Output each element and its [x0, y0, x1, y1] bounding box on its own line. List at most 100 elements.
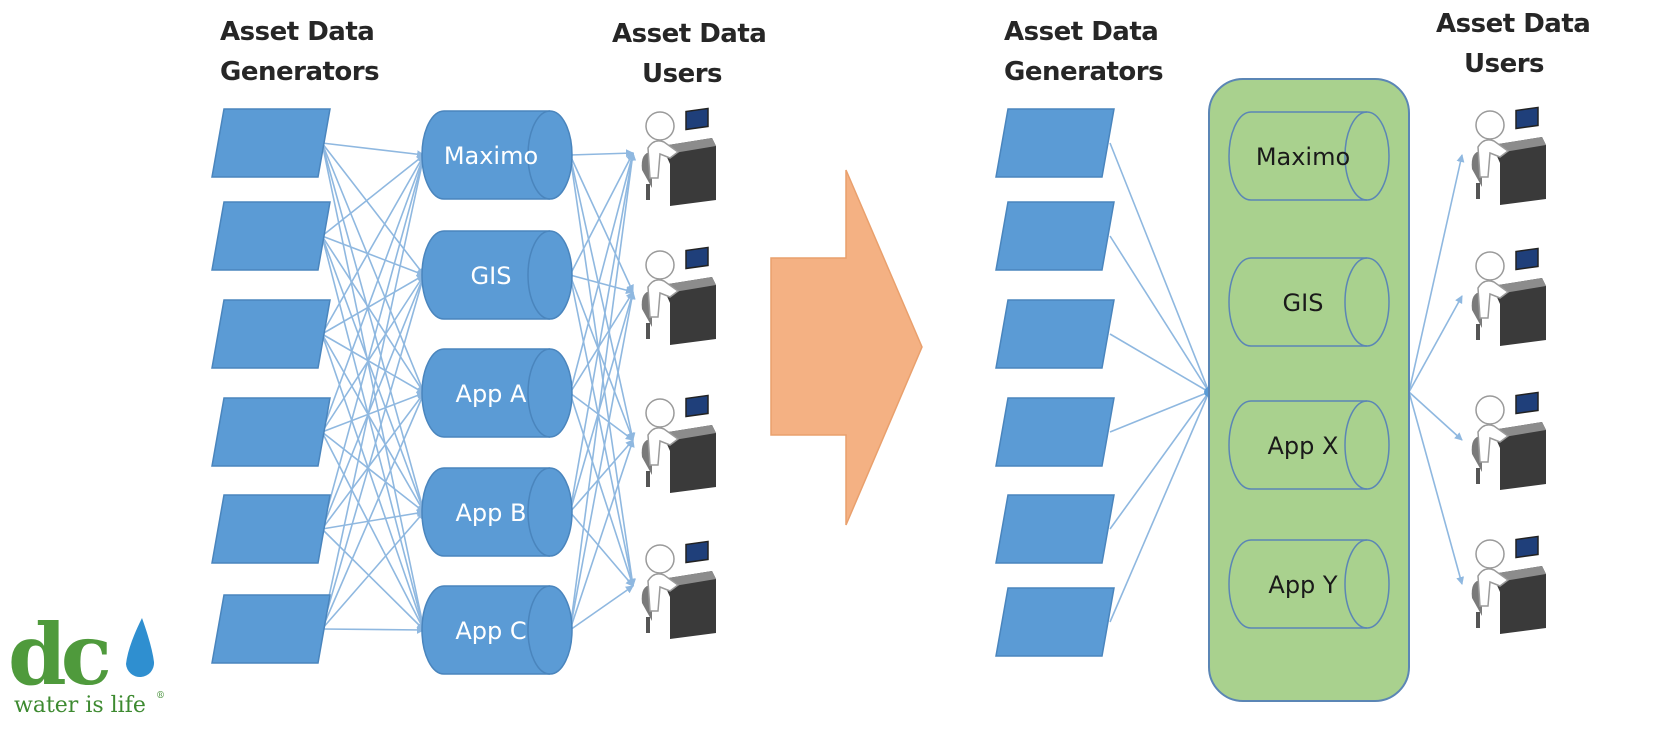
left-user-icon-1: [640, 107, 717, 207]
left-gen-app-line-9: [321, 235, 426, 513]
right-gen-hub-line-5: [1109, 391, 1210, 530]
left-app-node-1: Maximo: [421, 110, 573, 200]
left-gen-app-line-22: [321, 274, 426, 530]
left-app-user-line-10: [569, 291, 634, 394]
left-app-node-2: GIS: [421, 230, 573, 320]
left-app-node-4-label: App B: [456, 499, 527, 527]
right-app-node-4-label: App Y: [1268, 571, 1338, 599]
left-gen-app-line-13: [321, 333, 425, 394]
left-user-icon-3: [640, 394, 717, 494]
left-gen-app-line-25: [321, 528, 425, 631]
right-gen-hub-line-4: [1109, 391, 1210, 433]
dc-water-logo: dc water is life ®: [8, 605, 165, 718]
left-gen-app-line-10: [321, 235, 427, 631]
logo-letters: dc: [8, 605, 109, 704]
right-gen-hub-line-2: [1109, 235, 1210, 393]
left-app-user-line-16: [569, 511, 634, 587]
left-app-user-line-1: [569, 149, 634, 158]
right-generator-box-5: [995, 494, 1115, 564]
left-app-user-line-9: [569, 152, 636, 394]
left-app-user-line-7: [569, 274, 635, 441]
left-gen-app-line-23: [321, 392, 425, 530]
left-gen-app-line-7: [321, 235, 425, 277]
left-generator-box-4: [211, 397, 331, 467]
right-generators-heading-line1: Asset Data: [1004, 17, 1159, 47]
right-generators: [995, 108, 1115, 657]
left-gen-app-line-16: [321, 154, 426, 433]
right-gen-hub-line-6: [1109, 391, 1210, 623]
left-app-node-5: App C: [421, 585, 573, 675]
left-gen-app-line-12: [321, 274, 425, 335]
logo-tagline: water is life: [14, 693, 146, 718]
right-app-node-1: Maximo: [1228, 111, 1390, 201]
left-gen-app-line-4: [321, 142, 426, 513]
right-users: [1470, 106, 1547, 635]
left-gen-app-line-18: [321, 391, 425, 433]
left-app-node-1-label: Maximo: [444, 142, 538, 170]
left-app-user-line-13: [569, 152, 636, 513]
left-gen-app-line-11: [321, 154, 425, 335]
right-user-icon-4: [1470, 535, 1547, 635]
left-app-user-line-12: [569, 392, 635, 587]
left-gen-app-line-8: [321, 235, 425, 394]
left-app-user-line-3: [569, 154, 636, 441]
left-gen-app-line-29: [321, 511, 425, 630]
left-gen-app-line-24: [321, 509, 425, 530]
left-gen-app-line-15: [321, 333, 426, 631]
right-users-heading: Asset Data Users: [1436, 4, 1591, 84]
left-app-user-line-14: [569, 291, 635, 513]
left-gen-app-line-5: [321, 142, 427, 631]
right-app-node-4: App Y: [1228, 539, 1390, 629]
left-gen-app-line-1: [321, 142, 425, 159]
left-gen-app-line-6: [321, 154, 425, 237]
left-users: [640, 107, 717, 640]
left-app-user-line-5: [569, 152, 634, 276]
right-user-icon-1: [1470, 106, 1547, 206]
left-gen-app-line-28: [321, 392, 425, 630]
right-generator-box-2: [995, 201, 1115, 271]
left-users-heading-line2: Users: [641, 59, 723, 89]
right-app-node-2-label: GIS: [1283, 289, 1324, 317]
left-app-user-line-19: [569, 439, 635, 631]
left-gen-app-line-27: [321, 274, 426, 630]
left-gen-app-line-17: [321, 274, 425, 433]
left-gen-app-line-21: [321, 154, 427, 530]
left-gen-app-line-30: [321, 625, 425, 634]
left-app-node-3: App A: [421, 348, 573, 438]
transition-arrow: [770, 169, 923, 526]
right-users-heading-line2: Users: [1463, 49, 1545, 79]
right-generator-box-4: [995, 397, 1115, 467]
left-app-user-line-6: [569, 274, 634, 295]
left-app-user-line-2: [569, 154, 634, 293]
water-drop-icon: [126, 618, 155, 678]
right-app-node-3: App X: [1228, 400, 1390, 490]
left-app-node-5-label: App C: [455, 617, 526, 645]
right-generator-box-1: [995, 108, 1115, 178]
right-gen-hub-line-1: [1109, 142, 1210, 393]
left-generator-box-1: [211, 108, 331, 178]
right-generator-box-3: [995, 299, 1115, 369]
left-app-user-line-20: [569, 585, 634, 631]
right-generators-heading: Asset Data Generators: [1004, 12, 1164, 92]
left-generator-box-6: [211, 594, 331, 664]
left-app-user-line-17: [569, 152, 637, 631]
left-gen-app-line-19: [321, 431, 425, 513]
right-gen-hub-line-3: [1109, 333, 1210, 393]
left-users-heading-line1: Asset Data: [612, 19, 767, 49]
left-generators-heading-line2: Generators: [220, 57, 380, 87]
left-generators: [211, 108, 331, 664]
right-users-heading-line1: Asset Data: [1436, 9, 1591, 39]
right-hub-user-line-1: [1408, 154, 1465, 393]
left-gen-app-line-26: [321, 154, 427, 630]
left-app-user-line-15: [569, 439, 634, 513]
left-connection-lines: [321, 142, 637, 634]
right-app-node-1-label: Maximo: [1256, 143, 1350, 171]
left-app-node-4: App B: [421, 467, 573, 557]
right-app-node-3-label: App X: [1268, 432, 1339, 460]
right-hub-user-line-3: [1408, 391, 1463, 441]
left-app-node-2-label: GIS: [471, 262, 512, 290]
left-users-heading: Asset Data Users: [612, 14, 767, 94]
